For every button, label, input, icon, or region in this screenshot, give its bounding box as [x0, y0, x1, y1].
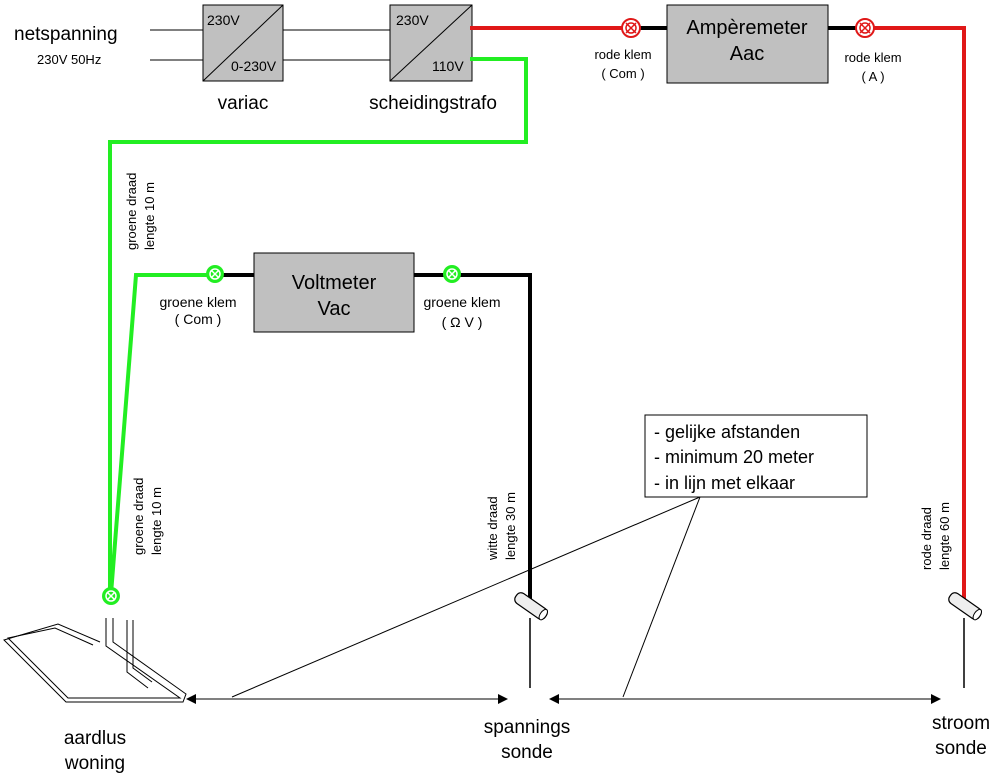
- transformer-output-label: 110V: [432, 58, 464, 74]
- voltmeter-subtitle: Vac: [318, 298, 351, 320]
- variac: 230V 0-230V variac: [202, 4, 284, 114]
- current-probe-sublabel: sonde: [935, 738, 987, 759]
- green-clamp-ground: [102, 587, 120, 605]
- voltage-probe-sublabel: sonde: [501, 742, 553, 763]
- red-wire-label: rode draad lengte 60 m: [919, 502, 952, 570]
- callout-line-right: [622, 496, 701, 698]
- note-line-1: - gelijke afstanden: [654, 422, 800, 442]
- ammeter-title: Ampèremeter: [686, 17, 807, 39]
- variac-output-label: 0-230V: [231, 58, 277, 74]
- red-wire-to-current-probe: [864, 26, 966, 600]
- black-wire-to-voltage-probe: [457, 273, 532, 600]
- note-line-3: - in lijn met elkaar: [654, 473, 795, 493]
- notes-box: [644, 414, 868, 498]
- green-clamp-v: [443, 265, 461, 283]
- green-clamp-com-terminal: ( Com ): [175, 311, 222, 327]
- red-clamp-a-label: rode klem: [844, 50, 901, 65]
- variac-diagonal: [202, 4, 284, 82]
- white-wire-length: lengte 30 m: [503, 492, 518, 560]
- red-wire-text: rode draad: [919, 507, 934, 570]
- voltage-probe: [514, 592, 549, 688]
- ground-loop: [3, 618, 187, 703]
- red-clamp-com: [621, 18, 641, 38]
- callout-line-left: [231, 496, 701, 698]
- note-line-2: - minimum 20 meter: [654, 447, 814, 467]
- red-clamp-com-terminal: ( Com ): [601, 66, 644, 81]
- mains-spec: 230V 50Hz: [37, 52, 101, 67]
- ammeter: Ampèremeter Aac: [666, 4, 829, 84]
- voltmeter-box: [253, 252, 415, 333]
- green-clamp-v-label: groene klem: [423, 294, 500, 310]
- transformer-diagonal: [389, 4, 473, 82]
- green-clamp-v-terminal: ( Ω V ): [442, 314, 483, 330]
- green-wire-lower-length: lengte 10 m: [149, 487, 164, 555]
- green-wire-upper-length: lengte 10 m: [142, 182, 157, 250]
- ground-loop-sublabel: woning: [64, 753, 125, 774]
- voltage-probe-label: spannings: [484, 717, 571, 738]
- green-wire-lower-text: groene draad: [131, 478, 146, 555]
- green-wire-upper-text: groene draad: [124, 173, 139, 250]
- green-wire-upper-label: groene draad lengte 10 m: [124, 173, 157, 250]
- voltmeter: Voltmeter Vac: [253, 252, 415, 333]
- mains-label: netspanning: [14, 24, 118, 45]
- transformer-input-label: 230V: [396, 12, 429, 28]
- voltmeter-title: Voltmeter: [292, 272, 377, 294]
- variac-input-label: 230V: [207, 12, 240, 28]
- transformer-caption: scheidingstrafo: [369, 93, 497, 114]
- red-clamp-com-label: rode klem: [594, 47, 651, 62]
- red-wire-length: lengte 60 m: [937, 502, 952, 570]
- green-wire-voltmeter: [108, 273, 214, 597]
- green-clamp-com-label: groene klem: [159, 294, 236, 310]
- green-wire-lower-label: groene draad lengte 10 m: [131, 478, 164, 555]
- white-wire-text: witte draad: [485, 496, 500, 561]
- red-clamp-a: [855, 18, 875, 38]
- ammeter-subtitle: Aac: [730, 43, 764, 65]
- red-clamp-a-terminal: ( A ): [861, 69, 884, 84]
- green-clamp-com: [206, 265, 224, 283]
- mains-input: netspanning 230V 50Hz: [14, 24, 203, 67]
- notes-callout: - gelijke afstanden - minimum 20 meter -…: [231, 414, 868, 698]
- ground-loop-label: aardlus: [64, 728, 126, 749]
- white-wire-label: witte draad lengte 30 m: [485, 492, 518, 561]
- isolation-transformer: 230V 110V scheidingstrafo: [369, 4, 497, 114]
- green-wire-main: [108, 57, 528, 596]
- ammeter-box: [666, 4, 829, 84]
- variac-caption: variac: [218, 93, 269, 114]
- current-probe-label: stroom: [932, 713, 990, 734]
- current-probe: [948, 592, 983, 688]
